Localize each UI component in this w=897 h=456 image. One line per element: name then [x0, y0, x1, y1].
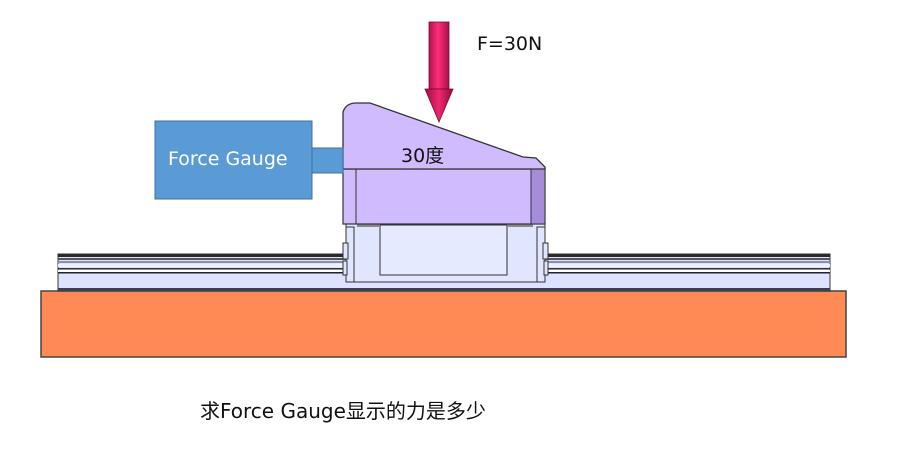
- slider-block: [342, 168, 546, 225]
- force-gauge-label: Force Gauge: [168, 148, 288, 170]
- base-plate: [40, 290, 847, 358]
- wedge-30-degree: [342, 102, 546, 170]
- carriage: [342, 223, 549, 283]
- question-text: 求Force Gauge显示的力是多少: [200, 399, 486, 423]
- force-label: F=30N: [477, 33, 543, 55]
- force-gauge: [154, 120, 344, 200]
- force-arrow-icon: [424, 21, 454, 124]
- angle-label: 30度: [401, 145, 445, 167]
